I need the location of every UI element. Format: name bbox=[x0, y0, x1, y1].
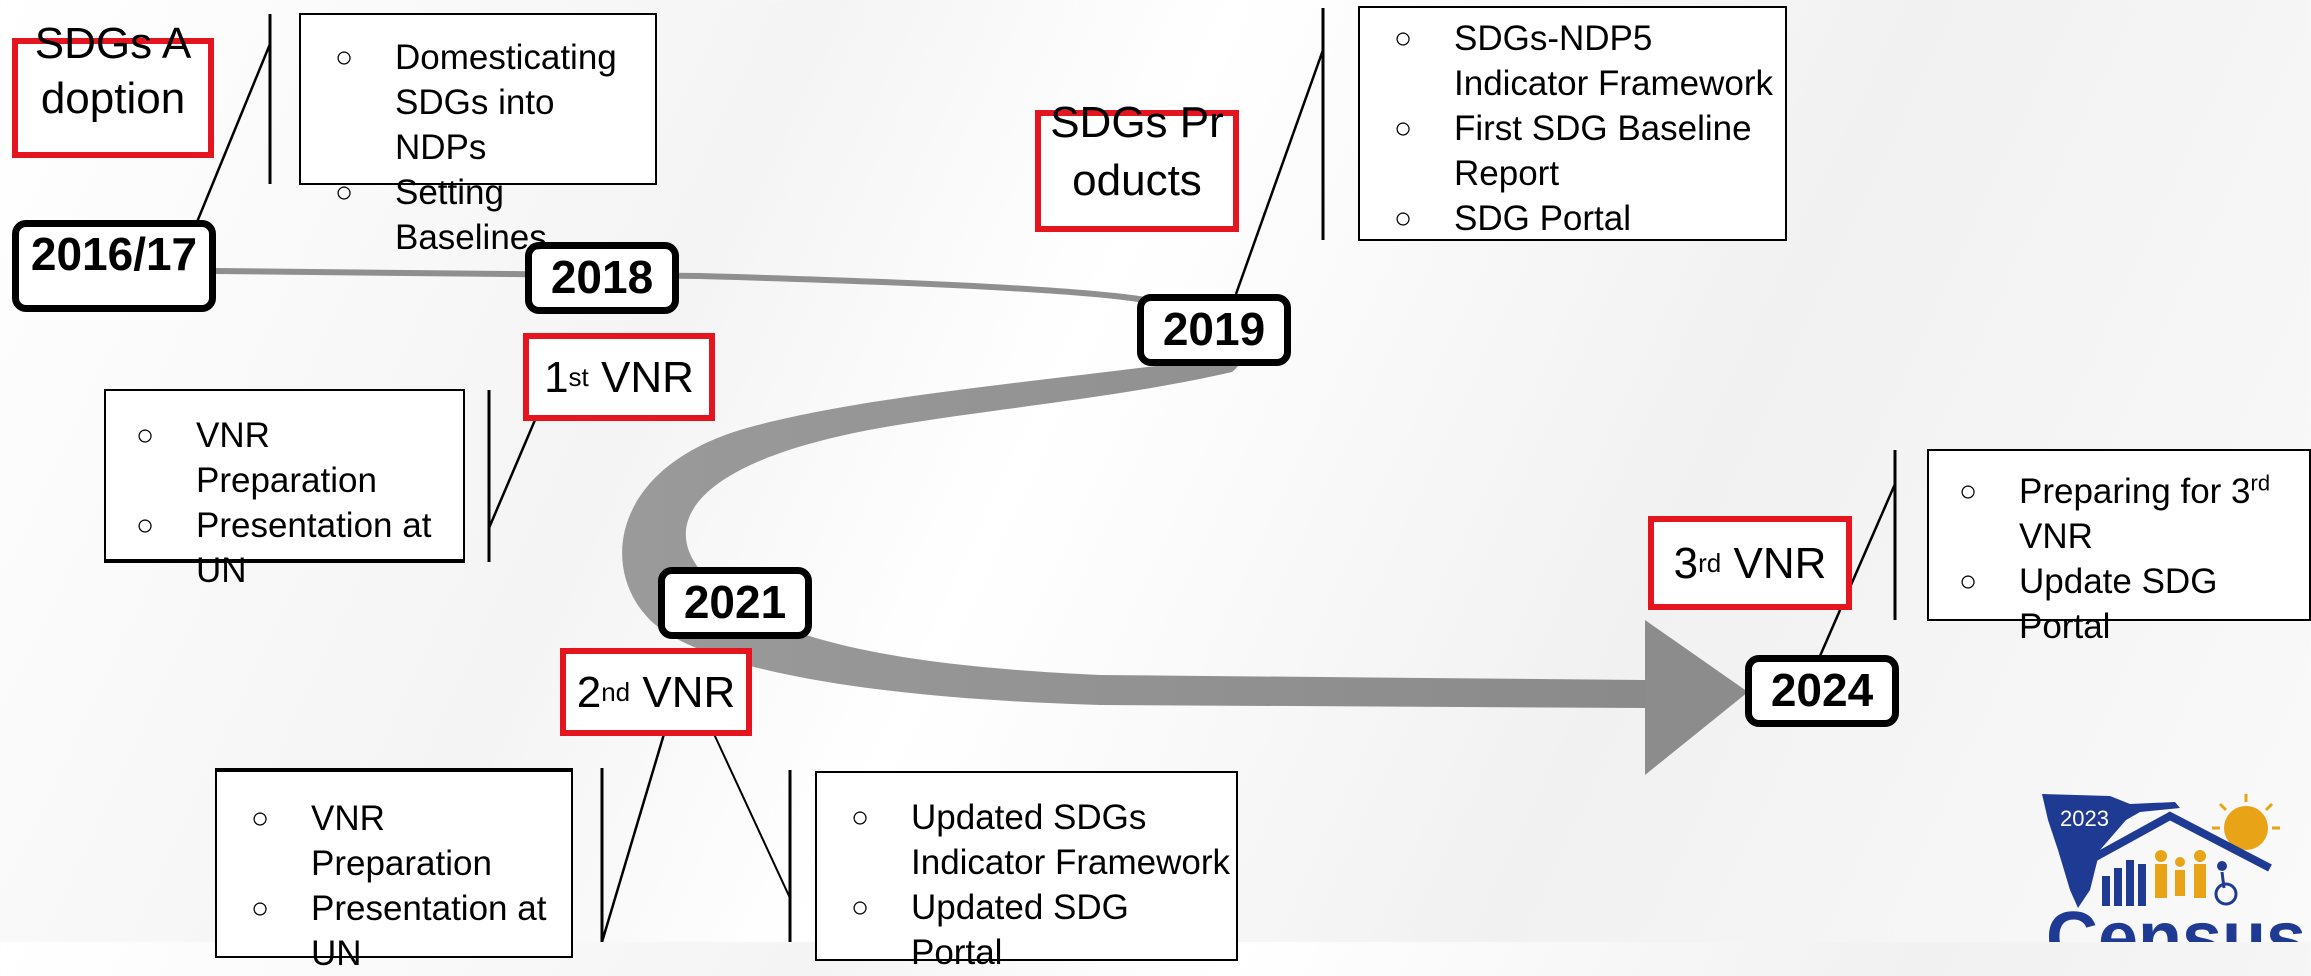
bullet-icon: ○ bbox=[851, 891, 870, 924]
ordinal: 3 bbox=[1673, 538, 1699, 588]
milestone-sdgs-products: SDGs Products bbox=[1035, 98, 1239, 232]
logo-wordmark: Census bbox=[2046, 898, 2306, 942]
timeline-slide: 2016/17 2018 2019 2021 2024 SDGs Adoptio… bbox=[12, 6, 2311, 973]
person-head bbox=[2217, 861, 2227, 871]
family-icon bbox=[2155, 850, 2206, 898]
spacer bbox=[1721, 536, 1733, 591]
list-item: ○ Presentation at UN bbox=[116, 503, 457, 593]
note-text-main: Preparing for 3 bbox=[2019, 472, 2251, 511]
note-text-after: VNR bbox=[2019, 517, 2093, 556]
milestone-label: VNR bbox=[601, 352, 694, 402]
logo-year: 2023 bbox=[2060, 806, 2109, 831]
ordinal: 1 bbox=[544, 352, 569, 402]
note-text: SDGs-NDP5 Indicator Framework bbox=[1454, 19, 1773, 103]
sun-icon bbox=[2224, 806, 2268, 850]
year-2016-17: 2016/17 bbox=[12, 220, 216, 312]
list-item: ○ Update SDG Portal bbox=[1939, 559, 2305, 649]
timeline-graphics bbox=[195, 8, 1897, 942]
note-second-vnr-updates: ○ Updated SDGs Indicator Framework ○ Updat… bbox=[815, 771, 1238, 972]
year-label: 2018 bbox=[550, 251, 654, 304]
bullet-icon: ○ bbox=[136, 419, 155, 452]
bullet-icon: ○ bbox=[335, 41, 354, 74]
note-text: Presentation at UN bbox=[196, 506, 432, 590]
note-third-vnr: ○ Preparing for 3rd VNR ○ Update SDG Porta… bbox=[1927, 449, 2311, 646]
spacer bbox=[589, 350, 601, 405]
note-text: Domesticating SDGs into NDPs bbox=[395, 38, 617, 167]
year-2019: 2019 bbox=[1137, 294, 1291, 366]
year-2024: 2024 bbox=[1745, 655, 1899, 727]
milestone-sdgs-adoption: SDGs Adoption bbox=[12, 19, 214, 158]
note-adoption: ○ Domesticating SDGs into NDPs ○ Setting B… bbox=[299, 13, 657, 257]
connector-line bbox=[1818, 483, 1897, 657]
note-second-vnr-presentation: ○ VNR Preparation ○ Presentation at UN bbox=[215, 768, 573, 973]
milestone-label: VNR bbox=[1733, 538, 1827, 588]
list-item: ○ SDGs-NDP5 Indicator Framework bbox=[1374, 16, 1777, 106]
list-item: ○ Preparing for 3rd VNR bbox=[1939, 469, 2305, 559]
sun-rays bbox=[2212, 794, 2280, 830]
list-item: ○ Setting Baselines bbox=[315, 170, 645, 260]
list-item: ○ Updated SDGs Indicator Framework bbox=[831, 795, 1230, 885]
list-item: ○ Domesticating SDGs into NDPs bbox=[315, 35, 645, 170]
list-item: ○ SDG Portal bbox=[1374, 196, 1777, 241]
note-text: Updated SDG Portal bbox=[911, 888, 1129, 972]
note-text: Setting Baselines bbox=[395, 173, 547, 257]
year-2018: 2018 bbox=[525, 242, 679, 314]
spacer bbox=[630, 665, 642, 720]
connector-line bbox=[195, 43, 272, 223]
year-2021: 2021 bbox=[658, 567, 812, 639]
note-text: Updated SDGs Indicator Framework bbox=[911, 798, 1230, 882]
census-logo-graphic: 2023 Census bbox=[2042, 794, 2306, 942]
note-sdgs-products: ○ SDGs-NDP5 Indicator Framework ○ First SD… bbox=[1358, 6, 1787, 241]
bullet-icon: ○ bbox=[136, 509, 155, 542]
year-label: 2019 bbox=[1162, 303, 1266, 356]
connector-line bbox=[1234, 49, 1325, 295]
list-item: ○ Updated SDG Portal bbox=[831, 885, 1230, 975]
bullet-icon: ○ bbox=[1394, 22, 1413, 55]
bullet-icon: ○ bbox=[251, 892, 270, 925]
bullet-icon: ○ bbox=[1959, 475, 1978, 508]
bullet-icon: ○ bbox=[1959, 565, 1978, 598]
year-label: 2024 bbox=[1770, 664, 1874, 717]
milestone-label: SDGs Adoption bbox=[34, 19, 192, 123]
list-item: ○ First SDG Baseline Report bbox=[1374, 106, 1777, 196]
note-text: VNR Preparation bbox=[311, 799, 492, 883]
list-item: ○ VNR Preparation bbox=[116, 413, 457, 503]
note-text: VNR Preparation bbox=[196, 416, 377, 500]
bullet-icon: ○ bbox=[851, 801, 870, 834]
wheelchair-icon bbox=[2214, 871, 2238, 906]
note-text: First SDG Baseline Report bbox=[1454, 109, 1752, 193]
note-first-vnr: ○ VNR Preparation ○ Presentation at UN bbox=[104, 389, 465, 590]
year-label: 2021 bbox=[683, 576, 787, 629]
note-text: Preparing for 3rd VNR bbox=[2019, 469, 2289, 559]
ordinal-suffix: rd bbox=[2250, 470, 2271, 496]
bullet-icon: ○ bbox=[1394, 112, 1413, 145]
bullet-icon: ○ bbox=[251, 802, 270, 835]
connector-line bbox=[713, 733, 791, 899]
map-icon bbox=[2042, 794, 2180, 908]
milestone-label: VNR bbox=[642, 667, 736, 717]
connector-line bbox=[487, 419, 537, 529]
timeline-ribbon bbox=[622, 300, 1645, 708]
milestone-label: SDGs Products bbox=[1050, 98, 1224, 205]
ordinal: 2 bbox=[576, 667, 602, 717]
note-text: SDG Portal bbox=[1454, 199, 1631, 238]
roof-icon bbox=[2088, 811, 2272, 872]
bars-icon bbox=[2102, 860, 2146, 906]
note-text: Presentation at UN bbox=[311, 889, 547, 973]
timeline-arrowhead bbox=[1645, 620, 1748, 775]
list-item: ○ VNR Preparation bbox=[231, 796, 565, 886]
bullet-icon: ○ bbox=[335, 176, 354, 209]
year-label: 2016/17 bbox=[30, 228, 198, 280]
connector-line bbox=[600, 733, 666, 942]
bullet-icon: ○ bbox=[1394, 202, 1413, 235]
timeline-track-upper bbox=[214, 268, 1146, 303]
note-text: Update SDG Portal bbox=[2019, 562, 2218, 646]
census-logo: 2023 Census bbox=[2030, 790, 2311, 942]
list-item: ○ Presentation at UN bbox=[231, 886, 565, 976]
